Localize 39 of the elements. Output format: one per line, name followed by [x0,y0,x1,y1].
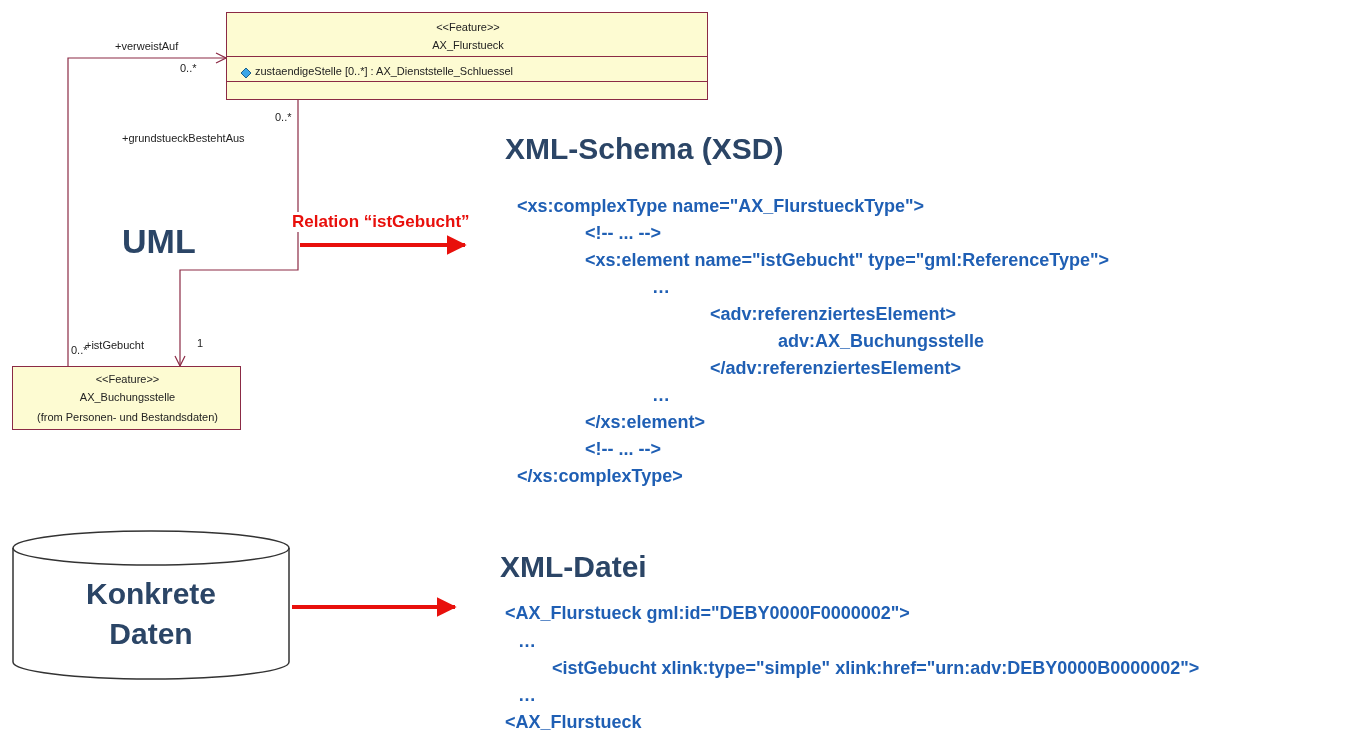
code-line: <xs:element name="istGebucht" type="gml:ReferenceType"> [585,250,1109,271]
attribute-text: zustaendigeStelle [0..*] : AX_Dienststelle_Schluessel [255,65,514,77]
code-line: </xs:element> [585,412,706,433]
class-name: AX_Buchungsstelle [78,391,177,403]
code-line: adv:AX_Buchungsstelle [778,331,985,352]
arrow [174,99,299,367]
class-box [12,366,241,430]
arrow [292,597,457,617]
role-name: +grundstueckBestehtAus [122,132,245,144]
code-line: <AX_Flurstueck gml:id="DEBY0000F0000002"> [505,603,910,624]
code-line: <adv:referenziertesElement> [710,304,957,325]
stereotype-label: <<Feature>> [435,21,501,33]
class-name: AX_Flurstueck [431,39,505,51]
arrow [300,235,467,255]
heading: XML-Datei [500,550,647,584]
multiplicity: 1 [197,337,204,349]
code-line: <AX_Flurstueck [505,712,642,733]
role-name: +verweistAuf [115,40,179,52]
edge-label: Relation “istGebucht” [290,212,472,232]
code-line: <istGebucht xlink:type="simple" xlink:href="urn:adv:DEBY0000B0000002"> [552,658,1200,679]
multiplicity: 0..* [180,62,197,74]
code-line: … [652,385,670,406]
code-line: … [518,685,536,706]
cylinder-label: Konkrete Daten [84,576,217,652]
heading: XML-Schema (XSD) [505,132,784,166]
code-line: <xs:complexType name="AX_FlurstueckType"> [517,196,925,217]
code-line: <!-- ... --> [585,439,661,460]
code-line: … [518,631,536,652]
code-line: </xs:complexType> [517,466,683,487]
multiplicity: 0..* [275,111,292,123]
arrow [67,52,227,367]
code-line: </adv:referenziertesElement> [710,358,962,379]
database-cylinder [12,530,290,680]
code-line: <!-- ... --> [585,223,661,244]
class-box [226,12,708,100]
stereotype-label: <<Feature>> [94,373,161,385]
code-line: … [652,277,670,298]
diagram-label: UML [122,222,196,261]
package-note: (from Personen- und Bestandsdaten) [36,411,219,423]
